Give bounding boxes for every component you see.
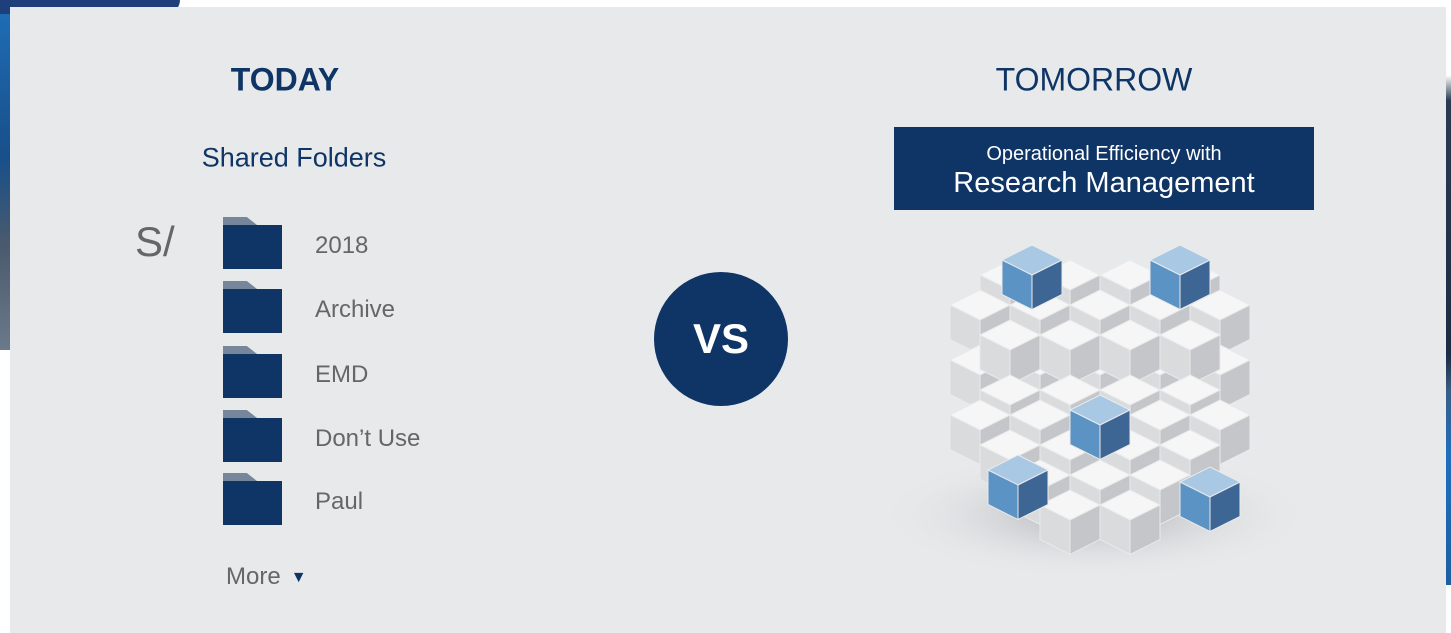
folder-label: 2018: [315, 232, 369, 259]
vs-badge: VS: [654, 272, 788, 406]
folder-label: EMD: [315, 361, 369, 388]
more-dropdown[interactable]: More ▼: [226, 563, 307, 591]
blue-cube: [1000, 244, 1064, 311]
folder-item[interactable]: EMD: [223, 346, 483, 398]
gray-cube: [1098, 489, 1162, 556]
folder-item[interactable]: Archive: [223, 281, 483, 333]
gray-cube: [1038, 489, 1102, 556]
banner-line-1: Operational Efficiency with: [986, 143, 1222, 165]
blue-cube: [1148, 244, 1212, 311]
more-label: More: [226, 563, 281, 590]
research-management-banner: Operational Efficiency with Research Man…: [894, 127, 1314, 210]
shared-folders-title: Shared Folders: [201, 142, 387, 173]
cube-cluster-illustration: [860, 220, 1330, 580]
gray-cube: [978, 319, 1042, 386]
folder-label: Don’t Use: [315, 425, 421, 452]
folder-label: Archive: [315, 296, 396, 323]
folder-item[interactable]: Don’t Use: [223, 410, 483, 462]
gray-cube: [1098, 319, 1162, 386]
folder-label: Paul: [315, 488, 364, 515]
gray-cube: [1158, 319, 1222, 386]
cube-cluster-svg: [875, 244, 1315, 580]
folder-icon: [223, 281, 283, 333]
folder-icon: [223, 473, 283, 525]
folder-icon: [223, 410, 283, 462]
tomorrow-heading: TOMORROW: [995, 61, 1193, 98]
folder-item[interactable]: Paul: [223, 473, 483, 525]
folder-item[interactable]: 2018: [223, 217, 483, 269]
blue-cube: [986, 454, 1050, 521]
banner-line-2: Research Management: [953, 167, 1255, 199]
blue-cube: [1068, 394, 1132, 461]
today-heading: TODAY: [230, 61, 340, 98]
drive-label: S/: [135, 218, 175, 265]
vs-label: VS: [692, 315, 750, 362]
folder-icon: [223, 346, 283, 398]
triangle-down-icon: ▼: [290, 569, 307, 586]
gray-cube: [948, 289, 1012, 356]
blue-cube: [1178, 466, 1242, 533]
folder-icon: [223, 217, 283, 269]
gray-cube: [1038, 319, 1102, 386]
